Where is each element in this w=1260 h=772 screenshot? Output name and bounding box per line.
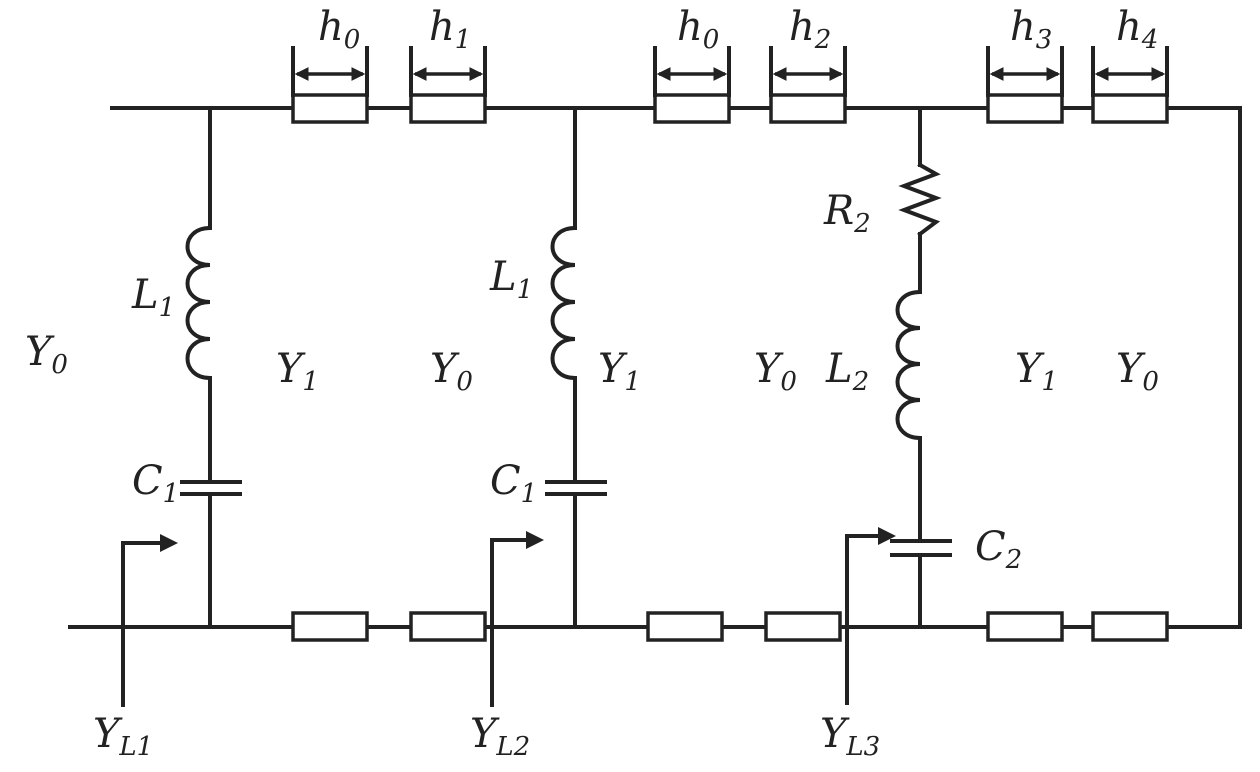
dimension-h1 [409,46,487,97]
inductor-l1-a [185,225,213,381]
label-h4: h4 [1116,4,1158,55]
label-h0-b: h0 [677,4,719,55]
dimension-h3 [986,46,1064,97]
top-box-h3 [986,93,1064,124]
label-h3: h3 [1010,4,1052,55]
labels: h0 h1 h0 h2 h3 h4 Y0 L1 Y1 Y0 L1 Y1 Y0 R… [25,4,1159,762]
label-y0-left: Y0 [25,329,68,380]
label-c2: C2 [975,524,1022,575]
bottom-box-1 [291,611,369,642]
dimension-h0-a [291,46,369,97]
inductor-l1-b [550,225,578,381]
branch-2 [545,106,607,629]
dimension-h2 [769,46,847,97]
label-h2: h2 [789,4,831,55]
top-box-h0-b [653,93,731,124]
top-box-h1 [409,93,487,124]
bottom-line-sections [291,611,1169,642]
top-box-h2 [769,93,847,124]
label-y0-c: Y0 [1116,346,1159,397]
top-box-h4 [1091,93,1169,124]
label-y1-b: Y1 [598,346,641,397]
label-c1-b: C1 [490,458,537,509]
bottom-box-5 [986,611,1064,642]
branch-1 [180,106,242,629]
resistor-r2 [898,162,942,237]
bottom-box-2 [409,611,487,642]
label-r2: R2 [823,188,871,239]
label-y0-b: Y0 [754,346,797,397]
label-yl1: YL1 [93,711,153,762]
bottom-box-6 [1091,611,1169,642]
label-y0-a: Y0 [430,346,473,397]
label-h1: h1 [429,4,471,55]
label-l2: L2 [825,346,869,397]
dimension-markers [291,46,1169,97]
top-line-sections [291,93,1169,124]
label-h0-a: h0 [318,4,360,55]
dimension-h4 [1091,46,1169,97]
dimension-h0-b [653,46,731,97]
label-y1-a: Y1 [276,346,319,397]
reference-arrow-yl3 [845,527,896,705]
bottom-box-4 [764,611,842,642]
label-y1-c: Y1 [1015,346,1058,397]
reference-arrow-yl1 [121,534,178,707]
inductor-l2 [895,289,923,441]
top-box-h0-a [291,93,369,124]
branch-3 [890,106,952,629]
label-yl3: YL3 [820,711,880,762]
capacitor-c2 [890,539,952,557]
reference-arrow-yl2 [490,531,544,707]
label-yl2: YL2 [470,711,530,762]
label-l1-a: L1 [131,272,175,323]
label-c1-a: C1 [132,458,179,509]
bottom-box-3 [646,611,724,642]
label-l1-b: L1 [489,254,533,305]
